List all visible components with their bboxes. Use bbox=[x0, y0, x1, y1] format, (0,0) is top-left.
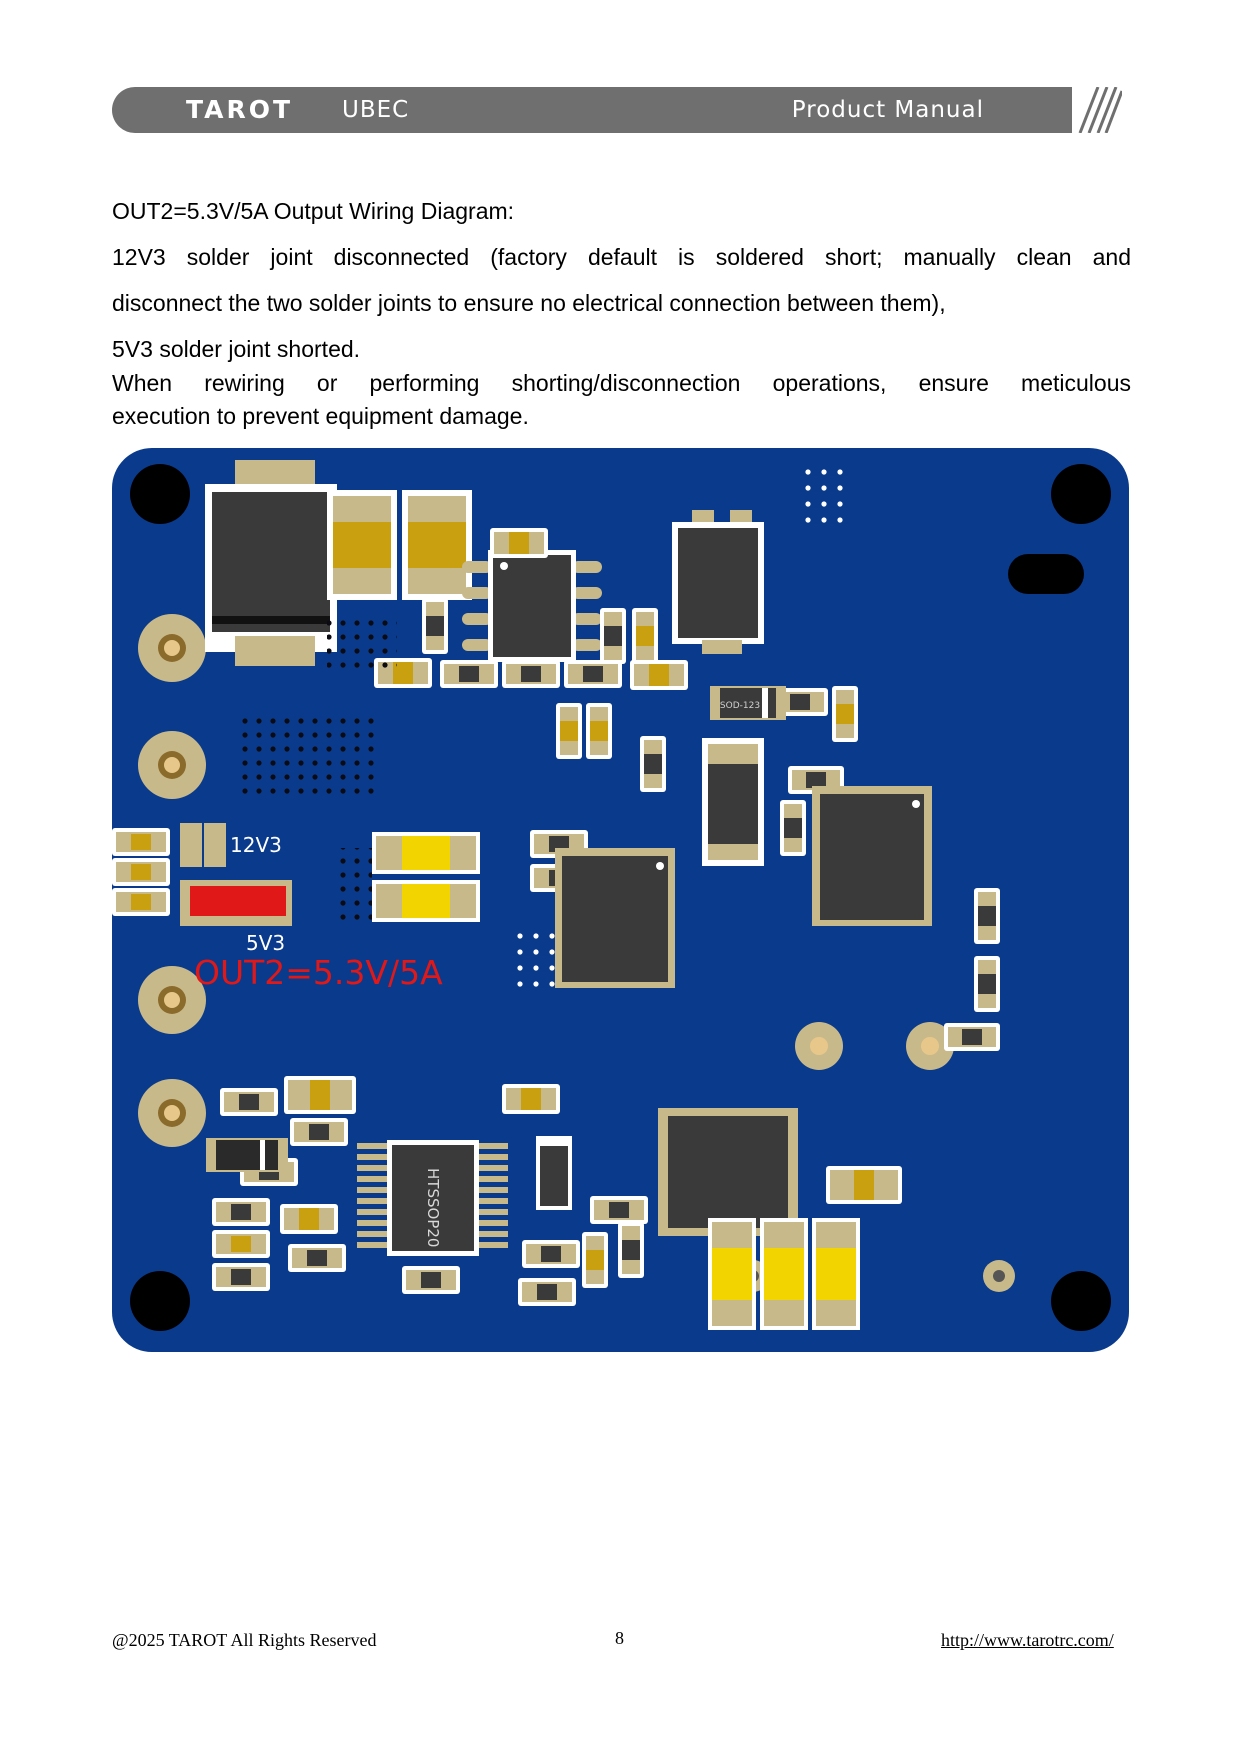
qfn-ic-bottom bbox=[658, 1108, 798, 1236]
via-cluster bbox=[242, 718, 382, 798]
header-bar: TAROT UBEC Product Manual bbox=[112, 87, 1072, 133]
mounting-hole bbox=[1051, 1271, 1111, 1331]
product-name: UBEC bbox=[342, 97, 410, 123]
power-inductor-mid bbox=[702, 738, 764, 866]
slot-hole bbox=[1008, 554, 1084, 594]
power-diode bbox=[205, 460, 337, 666]
capacitor-group-top bbox=[327, 490, 472, 600]
warning-line-2: execution to prevent equipment damage. bbox=[112, 403, 529, 429]
via-cluster-white bbox=[800, 462, 848, 526]
instruction-line-3: 5V3 solder joint shorted. bbox=[112, 336, 361, 362]
via-cluster-white bbox=[512, 928, 560, 992]
capacitor-pair-mid bbox=[372, 832, 480, 922]
htssop20-ic: HTSSOP20 bbox=[357, 1140, 508, 1256]
smd-diode-top-right bbox=[672, 510, 764, 654]
smd-diode-left bbox=[206, 1138, 288, 1172]
instruction-line-1: 12V3 solder joint disconnected (factory … bbox=[112, 244, 1131, 270]
section-heading: OUT2=5.3V/5A Output Wiring Diagram: bbox=[112, 198, 515, 224]
via-cluster bbox=[332, 848, 372, 928]
instruction-line-2: disconnect the two solder joints to ensu… bbox=[112, 290, 946, 316]
mounting-hole bbox=[130, 1271, 190, 1331]
brand-logo-text: TAROT bbox=[186, 95, 294, 124]
smd-diode-bottom bbox=[536, 1136, 572, 1210]
mounting-hole bbox=[1051, 464, 1111, 524]
shorted-jumper-highlight bbox=[190, 886, 286, 916]
pcb-wiring-diagram: SOD-123 bbox=[112, 448, 1129, 1352]
header-stripes-decoration bbox=[1062, 87, 1122, 133]
solder-jumper-12v3: 12V3 bbox=[180, 823, 282, 867]
page-number: 8 bbox=[615, 1628, 624, 1648]
document-type: Product Manual bbox=[791, 97, 984, 123]
page-header: TAROT UBEC Product Manual bbox=[112, 87, 1122, 133]
sod123-diode: SOD-123 bbox=[710, 686, 786, 720]
mounting-hole bbox=[130, 464, 190, 524]
via-cluster bbox=[327, 614, 397, 670]
sod123-label: SOD-123 bbox=[720, 701, 760, 711]
label-out2: OUT2=5.3V/5A bbox=[194, 953, 443, 992]
footer-copyright: @2025 TAROT All Rights Reserved bbox=[112, 1630, 377, 1650]
footer-website-link[interactable]: http://www.tarotrc.com/ bbox=[941, 1630, 1114, 1650]
label-12v3: 12V3 bbox=[230, 833, 282, 857]
label-5v3: 5V3 bbox=[246, 931, 285, 955]
ic-soic8 bbox=[462, 550, 602, 662]
solder-jumper-5v3: 5V3 bbox=[180, 880, 292, 955]
qfn-ic-right bbox=[812, 786, 932, 926]
qfn-ic-mid bbox=[555, 848, 675, 988]
htssop20-label: HTSSOP20 bbox=[424, 1168, 442, 1247]
warning-line-1: When rewiring or performing shorting/dis… bbox=[112, 370, 1131, 396]
capacitor-group-bottom bbox=[708, 1218, 860, 1330]
